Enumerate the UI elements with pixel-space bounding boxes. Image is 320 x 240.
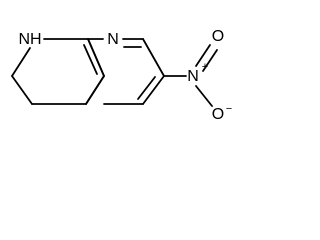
bond-c6-c5 bbox=[11, 75, 33, 105]
bond-n-o-bottom bbox=[195, 85, 213, 107]
atom-labels: N NH N + O O − bbox=[18, 28, 232, 123]
bond-c2-c3 bbox=[142, 38, 165, 77]
atom-label-nitro-oxygen-top: O bbox=[212, 28, 224, 45]
chemical-structure-diagram: N NH N + O O − bbox=[11, 28, 232, 123]
atom-label-ring-nh: NH bbox=[18, 31, 41, 48]
bond-n7-c6 bbox=[11, 47, 31, 77]
bond-n-o-top bbox=[195, 44, 211, 67]
atom-label-pyridine-nitrogen: N bbox=[107, 31, 119, 48]
pyridine-ring-bonds bbox=[83, 38, 165, 105]
bond-c3-c4 bbox=[142, 75, 165, 105]
atom-label-nitro-oxygen-bottom: O bbox=[212, 106, 224, 123]
bond-n-o-top-double bbox=[202, 49, 218, 72]
nitro-group-bonds bbox=[163, 44, 218, 107]
bond-c3-c4-double bbox=[137, 76, 156, 100]
bond-c8a-n1-left bbox=[87, 38, 105, 77]
atom-label-nitro-nitrogen: N bbox=[187, 68, 199, 85]
charge-label-nitro-nitrogen: + bbox=[202, 61, 208, 73]
bond-c4a-c8a-double bbox=[83, 44, 98, 75]
saturated-ring-bonds bbox=[11, 38, 105, 105]
bond-c4a-c8a-ring bbox=[85, 75, 105, 105]
charge-label-nitro-oxygen: − bbox=[226, 103, 232, 115]
